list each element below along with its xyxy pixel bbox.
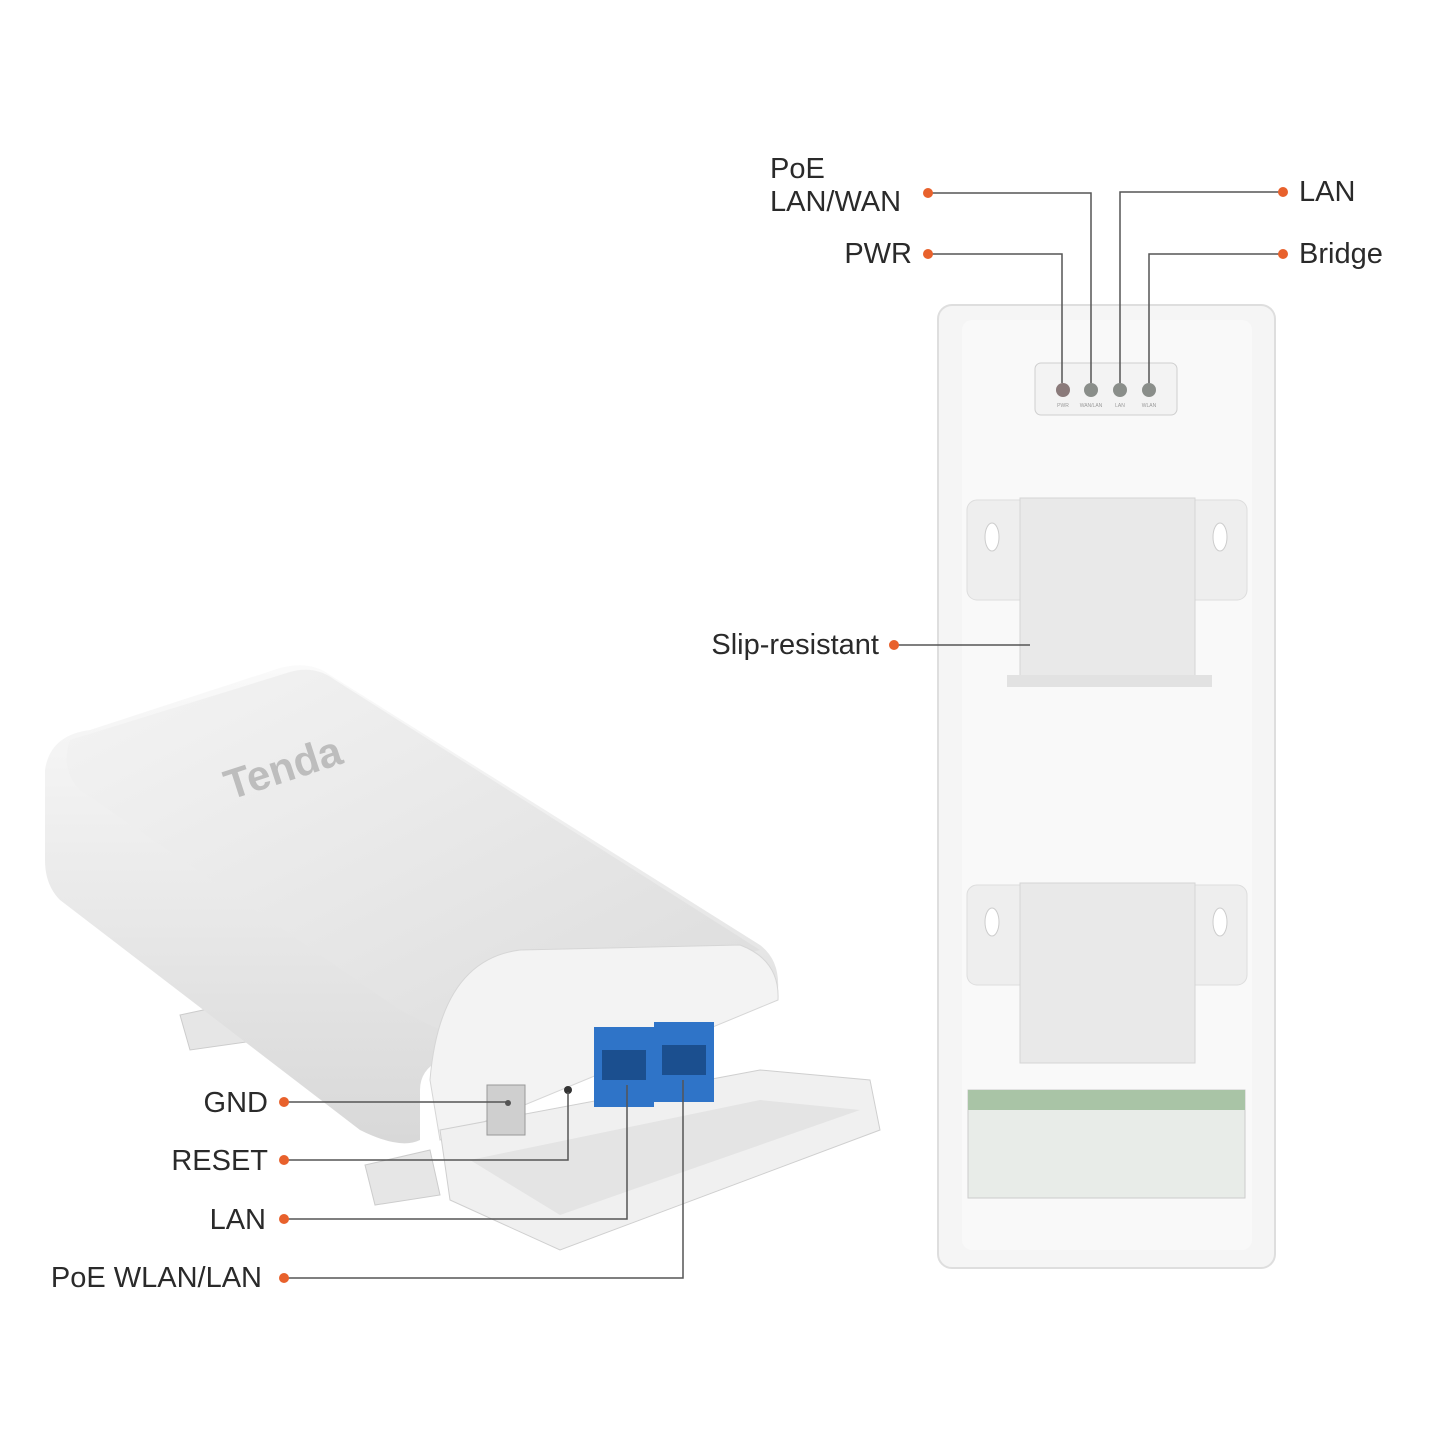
reset-button[interactable]: [564, 1086, 572, 1094]
callout-dots: [279, 187, 1288, 1283]
callout-poe-lan-wan-line1: PoE: [770, 153, 825, 185]
led-label: WAN/LAN: [1080, 403, 1103, 409]
led-label: WLAN: [1142, 403, 1157, 409]
leader-lines: [284, 191, 1283, 1279]
callout-lan-led: LAN: [1299, 176, 1356, 208]
device-top-view: PWR WAN/LAN LAN WLAN: [937, 304, 1276, 1269]
callout-gnd: GND: [203, 1087, 268, 1119]
led-label: LAN: [1115, 403, 1125, 409]
led-label: PWR: [1057, 403, 1069, 409]
gnd-terminal: [486, 1084, 526, 1136]
callout-slip-resistant: Slip-resistant: [711, 629, 879, 661]
mounting-bracket-top: [966, 497, 1248, 687]
device-port-view: Tenda: [45, 665, 881, 1251]
callout-reset: RESET: [171, 1145, 268, 1177]
mounting-bracket-bottom: [966, 882, 1248, 1064]
wlan-led: [1142, 383, 1156, 397]
led-panel: [1034, 362, 1178, 416]
pwr-led: [1056, 383, 1070, 397]
callout-lan-port: LAN: [209, 1204, 266, 1236]
lan-led: [1113, 383, 1127, 397]
callout-poe-lan-wan-line2: LAN/WAN: [770, 186, 902, 218]
wan-lan-led: [1084, 383, 1098, 397]
callout-poe-wlan-lan: PoE WLAN/LAN: [50, 1262, 262, 1294]
callout-pwr: PWR: [844, 238, 912, 270]
callout-bridge: Bridge: [1299, 238, 1383, 270]
